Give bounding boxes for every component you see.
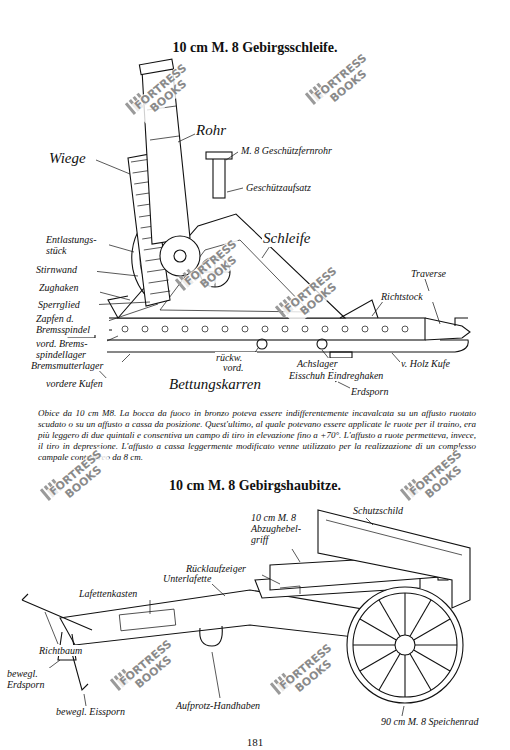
part-label: 90 cm M. 8 Speichenrad bbox=[380, 716, 507, 727]
wheel-spoke bbox=[353, 644, 395, 645]
wheel-spoke bbox=[404, 655, 405, 697]
wheel-spoke bbox=[414, 650, 450, 671]
rivet bbox=[342, 326, 348, 332]
rivet bbox=[262, 326, 268, 332]
part-label: bewegl. Eissporn bbox=[55, 706, 147, 717]
part-label: Entlastungs- stück bbox=[45, 234, 109, 256]
part-label: Stirnwand bbox=[35, 264, 97, 275]
rivet bbox=[322, 326, 328, 332]
watermark: FORTRESS BOOKS bbox=[115, 636, 184, 700]
figure-title: 10 cm M. 8 Gebirgsschleife. bbox=[173, 40, 338, 55]
part-label: vordere Kufen bbox=[45, 378, 127, 389]
part-label: Bremsmutterlager bbox=[30, 360, 122, 371]
part-label: Bettungskarren bbox=[168, 376, 262, 393]
part-label: Traverse bbox=[410, 268, 472, 279]
part-label: Wiege bbox=[48, 150, 87, 167]
rivet bbox=[222, 326, 228, 332]
part-label: Richtstock bbox=[380, 291, 452, 302]
page-number: 181 bbox=[247, 736, 264, 748]
rivet bbox=[162, 326, 168, 332]
rivet bbox=[362, 326, 368, 332]
part-label: Richtbaum bbox=[38, 645, 110, 656]
rivet bbox=[182, 326, 188, 332]
rivet bbox=[402, 326, 408, 332]
spring-coil bbox=[149, 280, 169, 283]
part-label: v. Holz Kufe bbox=[400, 358, 472, 369]
part-label: Lafettenkasten bbox=[78, 588, 160, 599]
watermark: FORTRESS BOOKS bbox=[310, 50, 379, 114]
wheel-spoke bbox=[404, 593, 405, 635]
rivet bbox=[242, 326, 248, 332]
wheel-spoke bbox=[379, 600, 400, 636]
part-label: Rohr bbox=[195, 122, 227, 139]
spring-coil bbox=[150, 291, 170, 294]
part-label: Erdsporn bbox=[350, 386, 412, 397]
part-label: vord. Brems- spindellager bbox=[35, 338, 107, 360]
sled-mortar-drawing bbox=[66, 59, 470, 388]
rivet bbox=[122, 326, 128, 332]
part-label: Zapfen d. Bremsspindel bbox=[35, 313, 109, 335]
wheel-spoke bbox=[410, 600, 431, 636]
part-label: Sperrglied bbox=[37, 299, 99, 310]
wheel-spoke bbox=[414, 619, 450, 640]
wheel-spoke bbox=[360, 619, 396, 640]
part-label: bewegl. Erdsporn bbox=[6, 668, 60, 690]
part-label: Zughaken bbox=[38, 282, 100, 293]
wheel-spoke bbox=[410, 654, 431, 690]
rivet bbox=[142, 326, 148, 332]
watermark: FORTRESS BOOKS bbox=[405, 446, 474, 510]
wheel-spoke bbox=[360, 650, 396, 671]
wheel-spoke bbox=[415, 644, 457, 645]
wheel-spoke bbox=[379, 654, 400, 690]
rivet bbox=[302, 326, 308, 332]
part-label: Schleife bbox=[262, 230, 311, 247]
part-label: Geschützaufsatz bbox=[245, 182, 337, 193]
howitzer-drawing bbox=[22, 510, 470, 716]
part-label: M. 8 Geschützfernrohr bbox=[240, 145, 352, 156]
part-label: Aufprotz-Handhaben bbox=[175, 700, 297, 711]
rivet bbox=[382, 326, 388, 332]
part-label: Achslager bbox=[296, 358, 358, 369]
spring-coil bbox=[147, 269, 167, 272]
part-label: 10 cm M. 8 Abzughebel- griff bbox=[250, 512, 316, 545]
rivet bbox=[202, 326, 208, 332]
rivet bbox=[282, 326, 288, 332]
part-label: Eisschuh Eindreghaken bbox=[288, 370, 410, 381]
part-label: Unterlafette bbox=[162, 573, 234, 584]
watermark: FORTRESS BOOKS bbox=[275, 640, 344, 704]
part-label: vord. bbox=[222, 362, 264, 373]
figure-title: 10 cm M. 8 Gebirgshaubitze. bbox=[169, 478, 341, 493]
